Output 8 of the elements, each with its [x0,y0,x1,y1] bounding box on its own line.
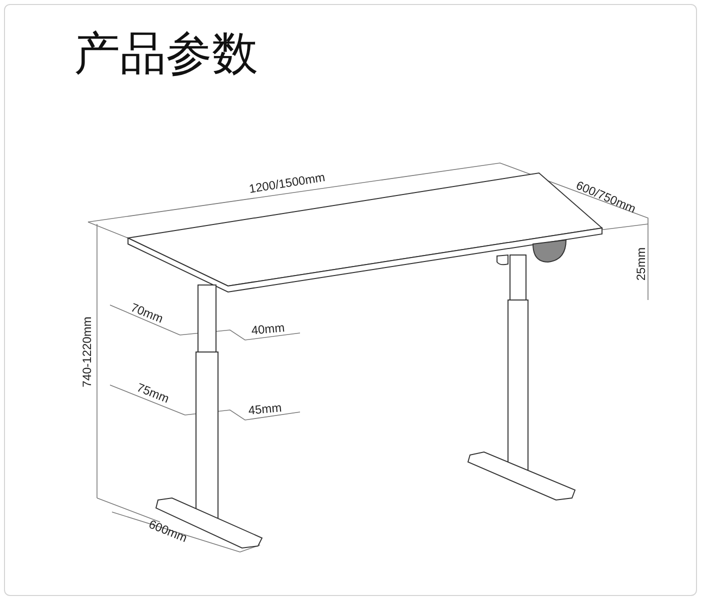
dimension-label: 25mm [635,247,647,281]
title: 产品参数 [74,30,258,76]
dimension-label: 40mm [250,322,286,336]
dimension-label: 740-1220mm [81,316,93,388]
dimension-label: 75mm [135,381,171,405]
dimension-label: 70mm [129,301,165,325]
dimension-label: 1200/1500mm [248,171,326,195]
dimension-label: 45mm [248,402,282,416]
